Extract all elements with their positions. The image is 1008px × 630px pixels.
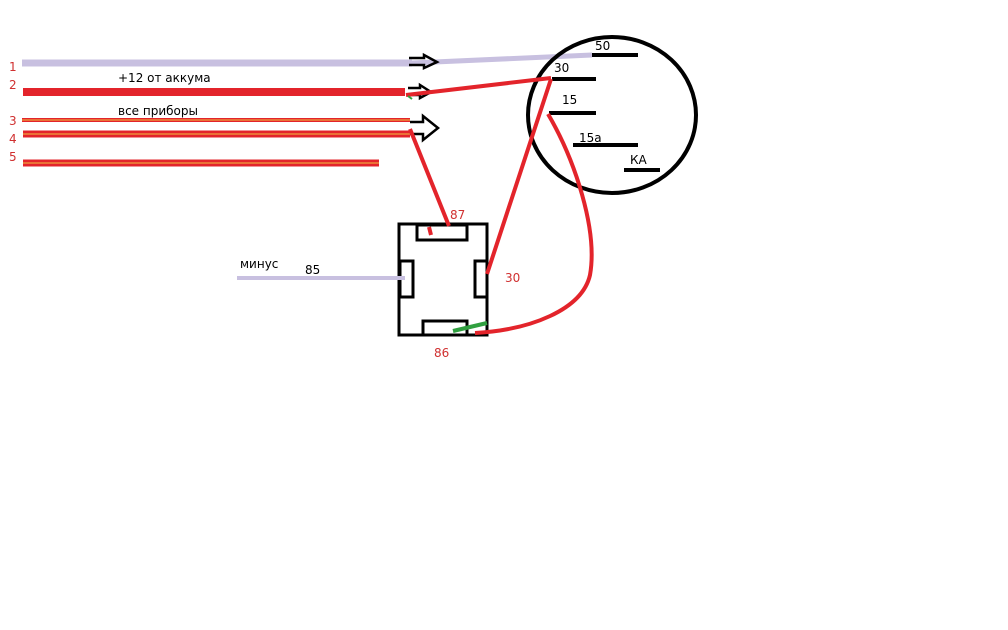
- label-plus12: +12 от аккума: [118, 71, 211, 85]
- relay-pin-30-label: 30: [505, 271, 520, 285]
- arrow-icon: [410, 113, 441, 143]
- terminal-50-label: 50: [595, 39, 610, 53]
- ignition-switch: 50 30 15 15а КА: [526, 35, 698, 195]
- terminal-30-label: 30: [554, 61, 569, 75]
- relay-pin-85-label: 85: [305, 263, 320, 277]
- wire-1: [22, 52, 593, 67]
- wire-number-4: 4: [9, 132, 17, 146]
- wire-15-to-86: [474, 112, 594, 335]
- relay-87-stub: [427, 226, 433, 236]
- wire-plus12-to-30: [405, 76, 552, 97]
- terminal-15a-label: 15а: [579, 131, 602, 145]
- relay-pin-86-label: 86: [434, 346, 449, 360]
- relay-pin-87-label: 87: [450, 208, 465, 222]
- wire-number-1: 1: [9, 60, 17, 74]
- arrow-icon: [409, 52, 440, 70]
- terminal-15-label: 15: [562, 93, 577, 107]
- wire-number-3: 3: [9, 114, 17, 128]
- label-all-devices: все приборы: [118, 104, 198, 118]
- relay: 87 30 86 85 минус: [240, 208, 520, 360]
- wire-number-5: 5: [9, 150, 17, 164]
- green-mark: [407, 95, 413, 100]
- green-wire-86: [452, 321, 488, 333]
- wire-relay30-to-switch30: [485, 78, 553, 275]
- wire-87-to-devices: [408, 128, 451, 227]
- minus-label: минус: [240, 257, 278, 271]
- wire-number-2: 2: [9, 78, 17, 92]
- terminal-ka-label: КА: [630, 153, 648, 167]
